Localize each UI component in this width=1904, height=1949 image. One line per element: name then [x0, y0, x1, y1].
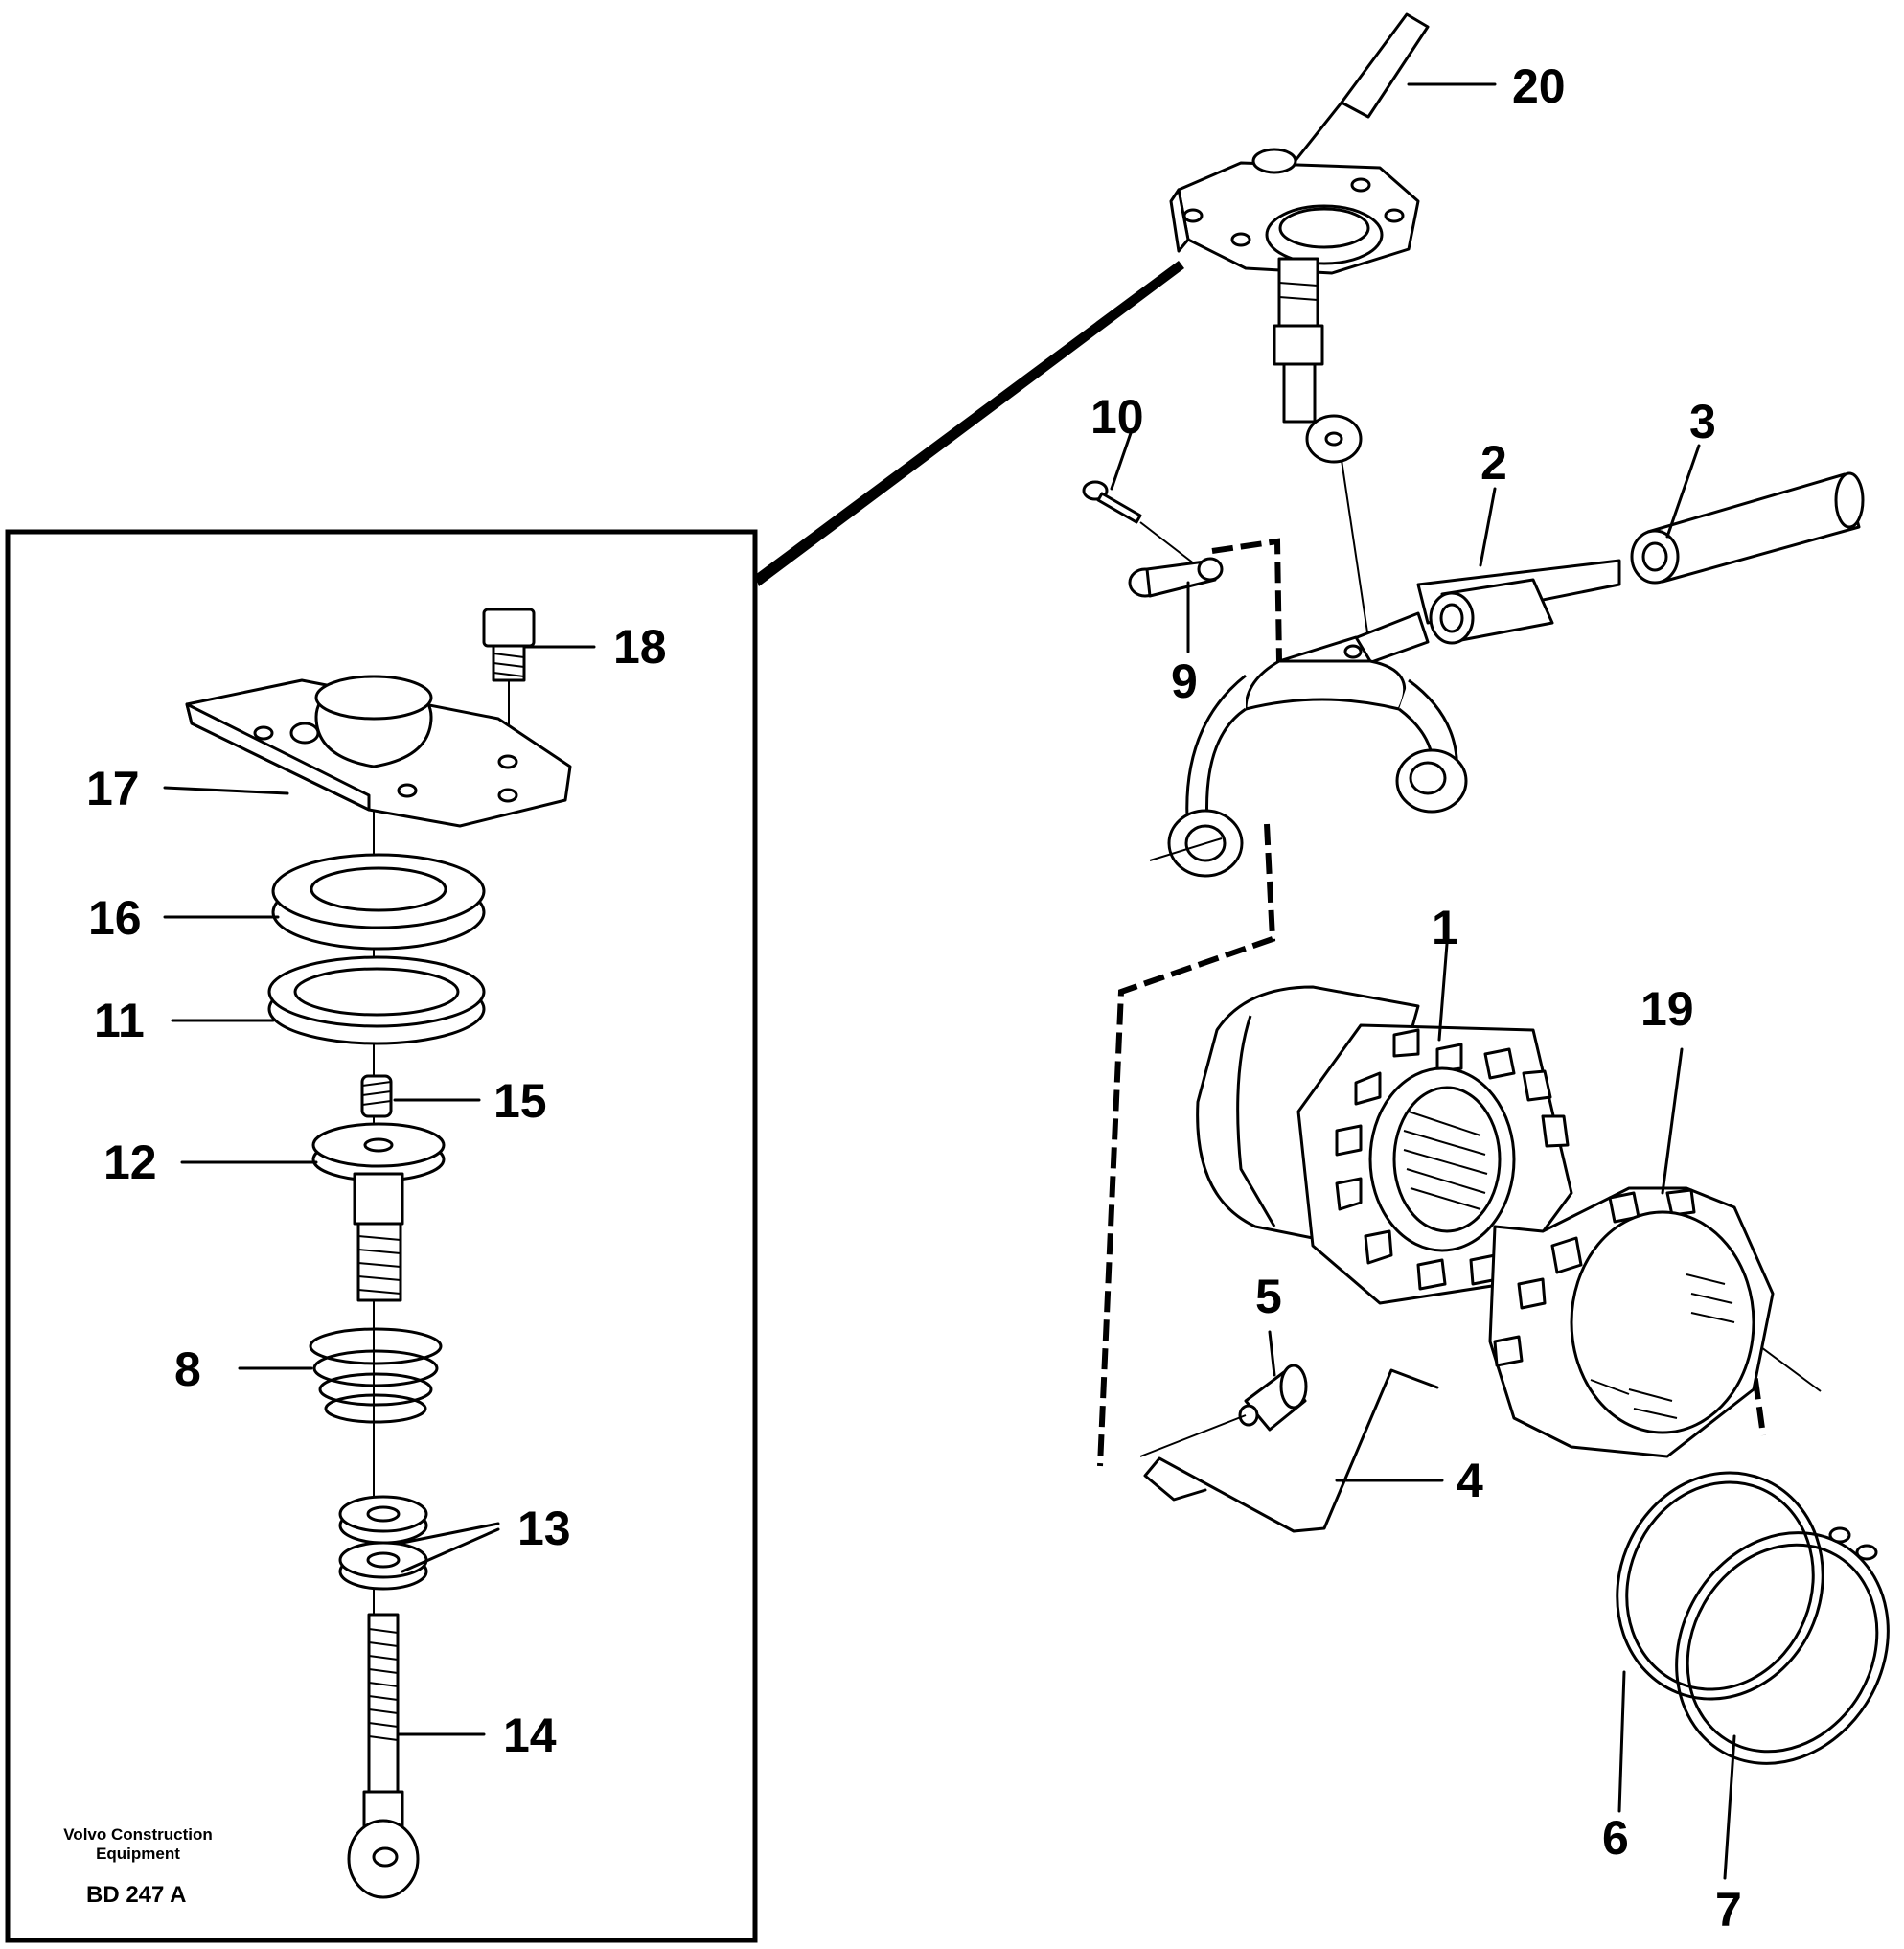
callout-20: 20: [1512, 59, 1566, 113]
callout-15: 15: [493, 1074, 547, 1128]
callout-10: 10: [1090, 390, 1144, 444]
clevis-pin-9: [1128, 557, 1224, 598]
callout-6: 6: [1602, 1811, 1629, 1865]
plug-5: [1139, 1364, 1308, 1457]
drawing-code: BD 247 A: [86, 1882, 186, 1908]
callout-1: 1: [1432, 901, 1458, 954]
dog-hub-19: [1488, 1186, 1775, 1458]
bolt-18: [482, 608, 536, 781]
cover-plate-17: [185, 675, 572, 828]
callout-3: 3: [1689, 395, 1716, 448]
circlip-6: [1616, 1471, 1824, 1701]
split-pin-10: [1082, 480, 1204, 571]
callout-18: 18: [613, 620, 667, 674]
callout-5: 5: [1255, 1270, 1282, 1323]
seal-cap-16: [271, 853, 486, 951]
callout-11: 11: [94, 994, 145, 1047]
maker-line-1: Volvo Construction: [63, 1825, 213, 1844]
wire-4: [1143, 1368, 1439, 1533]
circlip-7: [1675, 1526, 1890, 1765]
callout-2: 2: [1480, 436, 1507, 490]
shift-rod-20: [1292, 12, 1430, 165]
gasket-ring-11: [267, 955, 486, 1045]
shift-fork: [1149, 635, 1468, 878]
callout-9: 9: [1171, 654, 1198, 708]
spring-8: [309, 1327, 443, 1424]
callout-13: 13: [517, 1502, 571, 1555]
plunger-12: [311, 1122, 446, 1302]
callout-4: 4: [1457, 1454, 1483, 1507]
spring-15: [360, 1074, 393, 1118]
callout-16: 16: [88, 891, 142, 945]
inset-leader-wedge: [755, 261, 1184, 586]
leader-lines: [163, 82, 1736, 1880]
maker-line-2: Equipment: [96, 1845, 180, 1863]
callout-7: 7: [1715, 1883, 1742, 1937]
callout-14: 14: [503, 1708, 557, 1762]
callout-12: 12: [103, 1135, 157, 1189]
upper-cover-assembly: [1169, 148, 1420, 653]
alignment-line-upper: [1211, 538, 1282, 662]
callout-8: 8: [174, 1342, 201, 1396]
callout-19: 19: [1640, 982, 1694, 1036]
alignment-line-lower: [1097, 823, 1276, 1467]
detail-inset-frame: [5, 529, 758, 1943]
callout-17: 17: [86, 762, 140, 815]
rod-3: [1630, 471, 1865, 585]
eye-rod-14: [347, 1613, 420, 1899]
washers-13: [338, 1495, 428, 1591]
